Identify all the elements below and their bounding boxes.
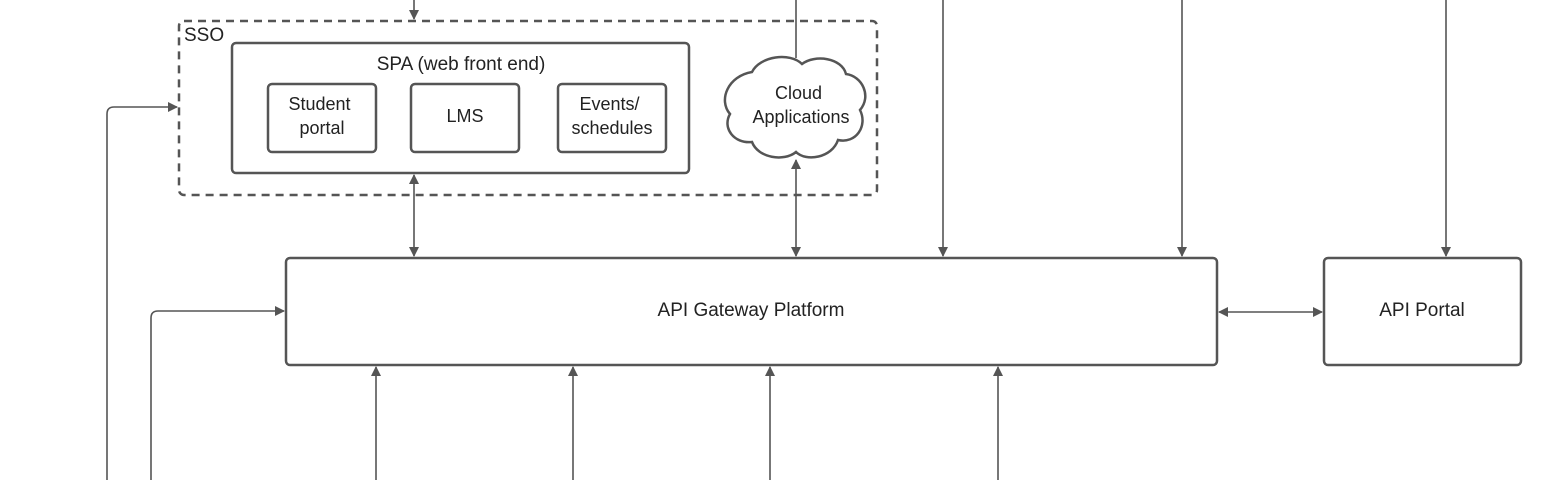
api-gateway-node: API Gateway Platform [284,256,1219,367]
student-portal-box [266,82,378,154]
sso-boundary [177,19,879,197]
events-label-line1: Events/ [579,94,639,114]
sso-group: SSO [177,19,879,197]
student-portal-label-line2: portal [299,118,344,138]
student-portal-label-line1: Student [288,94,350,114]
student-portal-node: Student portal [266,82,378,154]
cloud-label-line2: Applications [752,107,849,127]
events-box [556,82,668,154]
sso-label: SSO [184,25,224,46]
student-portal-label: Student portal [288,94,355,138]
cloud-shape [723,55,867,159]
spa-title: SPA (web front end) [377,54,546,75]
api-gateway-label: API Gateway Platform [658,300,845,321]
events-label-line2: schedules [571,118,652,138]
connectors [106,0,1451,480]
connector-left-to-sso [106,102,178,480]
cloud-applications-node: Cloud Applications [723,55,867,159]
api-portal-box [1322,256,1523,367]
events-label: Events/ schedules [571,94,652,138]
lms-box [409,82,521,154]
cloud-label: Cloud Applications [752,83,849,127]
lms-node: LMS [409,82,521,154]
lms-label: LMS [446,106,483,126]
connector-left-to-gateway [150,306,285,480]
cloud-label-line1: Cloud [775,83,822,103]
api-portal-node: API Portal [1322,256,1523,367]
api-portal-label: API Portal [1379,300,1465,321]
api-gateway-box [284,256,1219,367]
events-node: Events/ schedules [556,82,668,154]
spa-group: SPA (web front end) Student portal LMS E… [230,41,691,175]
